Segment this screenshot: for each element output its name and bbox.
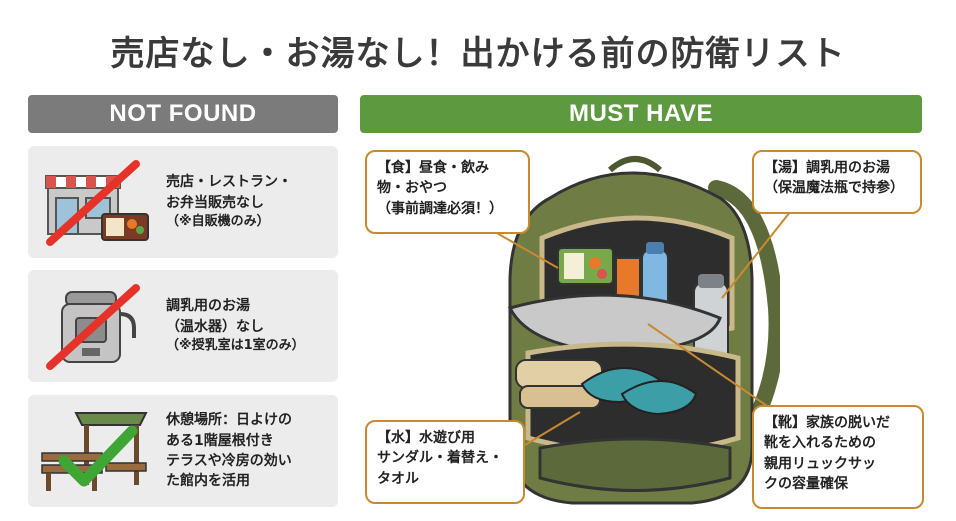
text-line: 休憩場所：日よけの xyxy=(166,412,292,429)
callout-line: 親用リュックサッ xyxy=(764,455,876,472)
hot-water-pot-crossed-icon xyxy=(46,284,140,370)
text-line: た館内を活用 xyxy=(166,473,250,490)
must-have-header: MUST HAVE xyxy=(360,95,922,133)
callout-line: タオル xyxy=(377,470,419,487)
callout-line: サンダル・着替え・ xyxy=(377,450,503,467)
not-found-text-hot-water: 調乳用のお湯 （温水器）なし （※授乳室は1室のみ） xyxy=(166,270,334,382)
not-found-text-rest-area: 休憩場所：日よけの ある1階屋根付き テラスや冷房の効い た館内を活用 xyxy=(166,395,334,507)
callout-food: 【食】昼食・飲み 物・おやつ （事前調達必須！） xyxy=(365,150,530,234)
callout-water-play: 【水】水遊び用 サンダル・着替え・ タオル xyxy=(365,420,525,504)
callout-line: 【湯】調乳用のお湯 xyxy=(764,160,890,176)
not-found-card-rest-area: 休憩場所：日よけの ある1階屋根付き テラスや冷房の効い た館内を活用 xyxy=(28,395,338,507)
callout-line: （事前調達必須！） xyxy=(377,200,503,217)
text-line: 調乳用のお湯 xyxy=(166,298,250,315)
text-note: （※自販機のみ） xyxy=(166,213,270,229)
not-found-card-hot-water: 調乳用のお湯 （温水器）なし （※授乳室は1室のみ） xyxy=(28,270,338,382)
shop-crossed-icon xyxy=(45,160,149,246)
callout-line: 【靴】家族の脱いだ xyxy=(764,415,890,431)
callout-line: クの容量確保 xyxy=(764,475,848,492)
not-found-card-shop: 売店・レストラン・ お弁当販売なし （※自販機のみ） xyxy=(28,146,338,258)
text-note: （※授乳室は1室のみ） xyxy=(166,337,305,353)
not-found-text-shop: 売店・レストラン・ お弁当販売なし （※自販機のみ） xyxy=(166,146,334,258)
text-line: テラスや冷房の効い xyxy=(166,453,292,469)
text-line: ある1階屋根付き xyxy=(166,432,274,449)
callout-line: 物・おやつ xyxy=(377,180,447,197)
callout-hot-water: 【湯】調乳用のお湯 （保温魔法瓶で持参） xyxy=(752,150,922,214)
page-title: 売店なし・お湯なし！出かける前の防衛リスト xyxy=(110,34,846,74)
callout-shoes: 【靴】家族の脱いだ 靴を入れるための 親用リュックサッ クの容量確保 xyxy=(752,405,924,509)
callout-line: 靴を入れるための xyxy=(764,435,876,452)
text-line: 売店・レストラン・ xyxy=(166,174,292,191)
callout-line: （保温魔法瓶で持参） xyxy=(764,180,904,197)
text-line: （温水器）なし xyxy=(166,318,264,335)
bench-shelter-check-icon xyxy=(41,412,148,491)
callout-line: 【食】昼食・飲み xyxy=(377,160,489,176)
text-line: お弁当販売なし xyxy=(166,194,264,211)
callout-line: 【水】水遊び用 xyxy=(377,430,475,446)
not-found-header: NOT FOUND xyxy=(28,95,338,133)
